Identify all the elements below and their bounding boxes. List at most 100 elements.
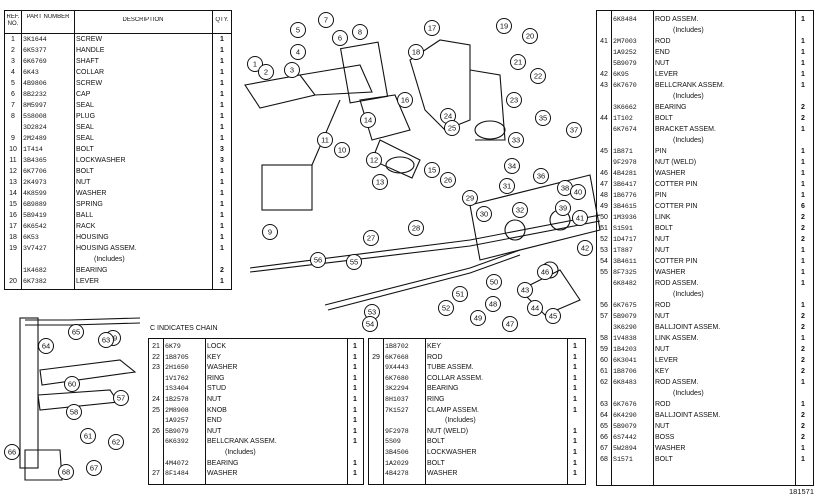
cell-qty: 1 [353, 417, 357, 425]
callout-25: 25 [444, 120, 460, 136]
svg-text:4: 4 [296, 48, 300, 57]
cell-qty: 1 [220, 113, 224, 120]
callout-15: 15 [424, 162, 440, 178]
table-row: (Includes) [369, 416, 585, 427]
cell-desc: NUT [655, 60, 670, 67]
svg-text:21: 21 [514, 58, 522, 67]
callout-12: 12 [366, 152, 382, 168]
cell-qty: 1 [573, 438, 577, 446]
cell-ref: 27 [152, 470, 160, 478]
cell-pn: 3B4611 [613, 258, 637, 265]
svg-text:38: 38 [561, 184, 569, 193]
table-header: REF. NO. PART NUMBER DESCRIPTION QTY. [5, 11, 231, 34]
cell-desc: PIN [655, 192, 667, 199]
cell-desc: HOUSING [76, 234, 109, 241]
cell-pn: 6K8484 [613, 16, 637, 23]
svg-text:46: 46 [541, 268, 549, 277]
callout-21: 21 [510, 54, 526, 70]
cell-qty: 1 [801, 60, 805, 67]
cell-desc: NUT [655, 247, 670, 254]
cell-qty: 1 [801, 16, 805, 23]
cell-pn: S1571 [613, 456, 633, 463]
cell-pn: 2M7003 [613, 38, 637, 45]
cell-desc: BEARING [76, 267, 108, 274]
svg-text:32: 32 [516, 206, 524, 215]
svg-text:10: 10 [338, 146, 346, 155]
divider [212, 11, 213, 289]
cell-desc: PIN [655, 148, 667, 155]
svg-text:66: 66 [8, 448, 16, 457]
cell-desc: KNOB [207, 406, 227, 414]
cell-ref: 5 [11, 80, 15, 87]
cell-pn: 9F2978 [385, 427, 409, 435]
svg-text:15: 15 [428, 166, 436, 175]
cell-qty: 1 [220, 278, 224, 285]
cell-pn: 1K4682 [23, 267, 47, 274]
cell-pn: 1B8705 [165, 353, 189, 361]
cell-qty: 1 [801, 170, 805, 177]
callout-20: 20 [522, 28, 538, 44]
cell-qty: 1 [573, 374, 577, 382]
cell-qty: 1 [353, 343, 357, 350]
cell-pn: 8F1484 [165, 470, 189, 478]
svg-text:20: 20 [526, 32, 534, 41]
svg-text:45: 45 [549, 312, 557, 321]
cell-qty: 1 [353, 364, 357, 372]
cell-ref: 60 [600, 357, 608, 364]
cell-desc: NUT [655, 236, 670, 243]
cell-desc: RING [427, 395, 445, 403]
cell-qty: 1 [573, 343, 577, 350]
callout-51: 51 [452, 286, 468, 302]
callout-5: 5 [290, 22, 306, 38]
svg-text:40: 40 [574, 188, 582, 197]
cell-ref: 50 [600, 214, 608, 221]
svg-text:24: 24 [444, 112, 452, 121]
divider [21, 11, 22, 289]
cell-desc: KEY [427, 343, 442, 350]
callout-23: 23 [506, 92, 522, 108]
callout-60: 60 [64, 376, 80, 392]
cell-qty: 1 [573, 448, 577, 456]
callout-45: 45 [545, 308, 561, 324]
cell-ref: 68 [600, 456, 608, 463]
cell-desc: END [655, 49, 670, 56]
callout-57: 57 [113, 390, 129, 406]
cell-desc: WASHER [207, 470, 238, 478]
callout-65: 65 [68, 324, 84, 340]
cell-ref: 17 [9, 223, 17, 230]
table-row: (Includes) [597, 91, 813, 102]
cell-desc: PLUG [76, 113, 96, 120]
cell-desc: SEAL [76, 124, 94, 131]
svg-text:14: 14 [364, 116, 372, 125]
cell-ref: 44 [600, 115, 608, 122]
divider [567, 339, 568, 484]
callout-35: 35 [535, 110, 551, 126]
callout-52: 52 [438, 300, 454, 316]
cell-pn: 8H1037 [385, 395, 409, 403]
cell-pn: 3B4506 [385, 448, 409, 456]
callout-30: 30 [476, 206, 492, 222]
cell-ref: 66 [600, 434, 608, 441]
cell-pn: 8B2232 [23, 91, 47, 98]
cell-pn: 6K6392 [165, 438, 189, 446]
cell-pn: 6K6542 [23, 223, 47, 230]
cell-qty: 2 [801, 368, 805, 375]
cell-desc: STUD [207, 385, 227, 393]
cell-pn: 2H1650 [165, 364, 189, 372]
cell-qty: 1 [220, 69, 224, 76]
cell-pn: 1B871 [613, 148, 633, 155]
svg-text:52: 52 [442, 304, 450, 313]
